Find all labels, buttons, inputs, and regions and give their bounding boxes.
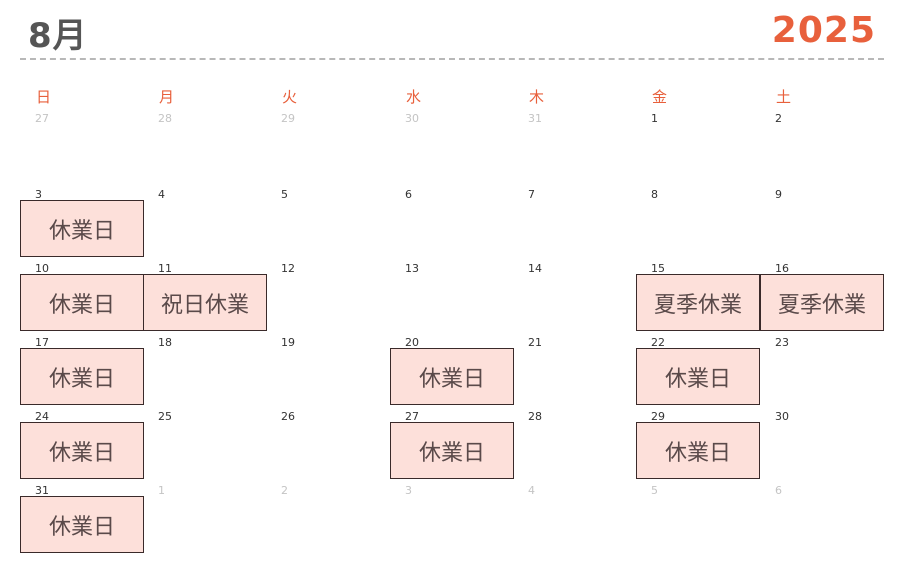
day-number: 1 bbox=[158, 484, 165, 497]
day-number: 31 bbox=[528, 112, 542, 125]
day-number: 27 bbox=[405, 410, 419, 423]
day-number: 23 bbox=[775, 336, 789, 349]
weekday-sun: 日 bbox=[36, 88, 52, 106]
event-block[interactable]: 休業日 bbox=[20, 348, 144, 405]
event-block[interactable]: 休業日 bbox=[20, 200, 144, 257]
day-number: 31 bbox=[35, 484, 49, 497]
header-divider bbox=[20, 58, 884, 60]
day-number: 20 bbox=[405, 336, 419, 349]
day-number: 5 bbox=[281, 188, 288, 201]
day-number: 30 bbox=[405, 112, 419, 125]
weekday-fri: 金 bbox=[652, 88, 668, 106]
day-number: 6 bbox=[775, 484, 782, 497]
day-number: 29 bbox=[281, 112, 295, 125]
event-block[interactable]: 祝日休業 bbox=[143, 274, 267, 331]
weekday-sat: 土 bbox=[776, 88, 792, 106]
day-number: 3 bbox=[35, 188, 42, 201]
day-number: 30 bbox=[775, 410, 789, 423]
event-block[interactable]: 休業日 bbox=[390, 348, 514, 405]
day-number: 2 bbox=[281, 484, 288, 497]
month-title: 8月 bbox=[28, 16, 88, 56]
year-title: 2025 bbox=[771, 10, 876, 51]
event-block[interactable]: 休業日 bbox=[20, 496, 144, 553]
day-number: 13 bbox=[405, 262, 419, 275]
day-number: 28 bbox=[528, 410, 542, 423]
day-number: 11 bbox=[158, 262, 172, 275]
day-number: 3 bbox=[405, 484, 412, 497]
day-number: 4 bbox=[528, 484, 535, 497]
weekday-tue: 火 bbox=[282, 88, 298, 106]
day-number: 2 bbox=[775, 112, 782, 125]
day-number: 10 bbox=[35, 262, 49, 275]
day-number: 8 bbox=[651, 188, 658, 201]
event-block[interactable]: 休業日 bbox=[390, 422, 514, 479]
day-number: 7 bbox=[528, 188, 535, 201]
event-block[interactable]: 夏季休業 bbox=[636, 274, 760, 331]
day-number: 25 bbox=[158, 410, 172, 423]
weekday-wed: 水 bbox=[406, 88, 422, 106]
day-number: 15 bbox=[651, 262, 665, 275]
day-number: 4 bbox=[158, 188, 165, 201]
day-number: 6 bbox=[405, 188, 412, 201]
day-number: 21 bbox=[528, 336, 542, 349]
day-number: 17 bbox=[35, 336, 49, 349]
day-number: 12 bbox=[281, 262, 295, 275]
day-number: 19 bbox=[281, 336, 295, 349]
day-number: 24 bbox=[35, 410, 49, 423]
day-number: 18 bbox=[158, 336, 172, 349]
day-number: 1 bbox=[651, 112, 658, 125]
weekday-mon: 月 bbox=[159, 88, 175, 106]
day-number: 5 bbox=[651, 484, 658, 497]
event-block[interactable]: 休業日 bbox=[20, 422, 144, 479]
event-block[interactable]: 休業日 bbox=[20, 274, 144, 331]
day-number: 29 bbox=[651, 410, 665, 423]
day-number: 28 bbox=[158, 112, 172, 125]
day-number: 16 bbox=[775, 262, 789, 275]
event-block[interactable]: 夏季休業 bbox=[760, 274, 884, 331]
weekday-thu: 木 bbox=[529, 88, 545, 106]
day-number: 9 bbox=[775, 188, 782, 201]
day-number: 26 bbox=[281, 410, 295, 423]
day-number: 22 bbox=[651, 336, 665, 349]
day-number: 27 bbox=[35, 112, 49, 125]
event-block[interactable]: 休業日 bbox=[636, 348, 760, 405]
day-number: 14 bbox=[528, 262, 542, 275]
event-block[interactable]: 休業日 bbox=[636, 422, 760, 479]
